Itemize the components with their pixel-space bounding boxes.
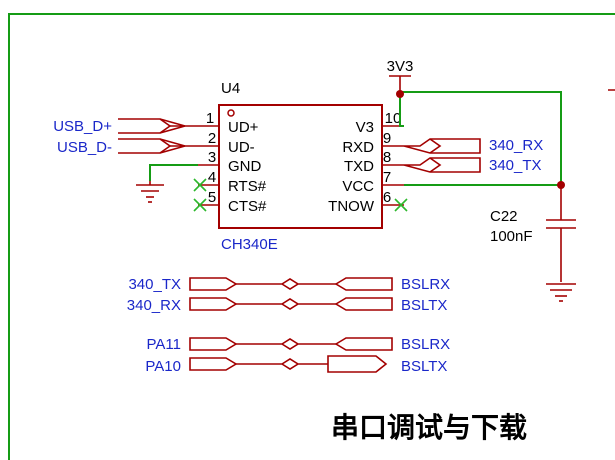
gnd-symbol-cap — [546, 283, 576, 302]
svg-text:RTS#: RTS# — [228, 178, 267, 195]
pin1-marker — [227, 109, 235, 117]
link-right-label-3: BSLRX — [401, 336, 450, 353]
link-left-label-2: 340_RX — [127, 297, 181, 314]
right-pin-8: 8 TXD — [344, 149, 404, 175]
right-pin-10: 10 V3 — [356, 110, 404, 136]
svg-text:RXD: RXD — [342, 139, 374, 156]
cap-value: 100nF — [490, 228, 533, 245]
sheet-frame — [8, 13, 615, 460]
usb-net-ports[interactable] — [118, 118, 198, 154]
svg-text:7: 7 — [383, 169, 391, 186]
ic-body — [218, 104, 383, 229]
link-pa10-bsltx[interactable] — [189, 355, 388, 373]
svg-text:UD+: UD+ — [228, 119, 259, 136]
left-pin-5: 5 CTS# — [198, 189, 267, 215]
link-right-label-2: BSLTX — [401, 297, 447, 314]
left-pin-1: 1 UD+ — [198, 110, 259, 136]
gnd-wire — [149, 164, 198, 181]
link-left-label-4: PA10 — [145, 358, 181, 375]
svg-text:8: 8 — [383, 149, 391, 166]
svg-text:3: 3 — [208, 149, 216, 166]
svg-text:6: 6 — [383, 189, 391, 206]
ch340e-symbol[interactable]: U4 CH340E 1 UD+ 2 UD- 3 GND 4 RTS# 5 CTS… — [198, 80, 404, 253]
ic-part-name: CH340E — [221, 236, 278, 253]
net-label-usb-dp: USB_D+ — [53, 118, 112, 135]
link-340rx-bsltx[interactable] — [189, 297, 393, 311]
v3-wire — [399, 92, 404, 127]
left-pin-2: 2 UD- — [198, 130, 255, 156]
svg-text:2: 2 — [208, 130, 216, 147]
no-connect-marks — [193, 178, 408, 212]
power-3v3-symbol — [389, 75, 411, 92]
junction-3v3 — [396, 90, 404, 98]
svg-text:9: 9 — [383, 130, 391, 147]
svg-text:CTS#: CTS# — [228, 198, 267, 215]
right-pin-9: 9 RXD — [342, 130, 404, 156]
net-label-usb-dm: USB_D- — [57, 139, 112, 156]
cap-designator: C22 — [490, 208, 518, 225]
left-pin-3: 3 GND — [198, 149, 262, 175]
svg-text:5: 5 — [208, 189, 216, 206]
ch340-uart-ports[interactable] — [403, 138, 481, 173]
svg-text:VCC: VCC — [342, 178, 374, 195]
svg-text:TNOW: TNOW — [328, 198, 375, 215]
section-title: 串口调试与下载 — [331, 412, 527, 443]
ic-designator: U4 — [221, 80, 240, 97]
link-pa11-bslrx[interactable] — [189, 337, 393, 351]
gnd-symbol-left — [136, 181, 164, 203]
link-left-label-3: PA11 — [147, 336, 181, 353]
link-right-label-4: BSLTX — [401, 358, 447, 375]
power-rail-wire — [400, 91, 562, 185]
net-label-340-rx: 340_RX — [489, 137, 543, 154]
link-left-label-1: 340_TX — [128, 276, 181, 293]
link-340tx-bslrx[interactable] — [189, 277, 393, 291]
net-label-340-tx: 340_TX — [489, 157, 542, 174]
svg-text:V3: V3 — [356, 119, 374, 136]
capacitor-c22[interactable] — [546, 185, 576, 282]
svg-text:TXD: TXD — [344, 158, 374, 175]
link-right-label-1: BSLRX — [401, 276, 450, 293]
left-pin-4: 4 RTS# — [198, 169, 267, 195]
svg-text:UD-: UD- — [228, 139, 255, 156]
svg-text:1: 1 — [206, 110, 214, 127]
svg-text:4: 4 — [208, 169, 216, 186]
power-net-label: 3V3 — [387, 58, 414, 75]
svg-text:10: 10 — [385, 110, 402, 127]
right-pin-7: 7 VCC — [342, 169, 404, 195]
svg-text:GND: GND — [228, 158, 262, 175]
